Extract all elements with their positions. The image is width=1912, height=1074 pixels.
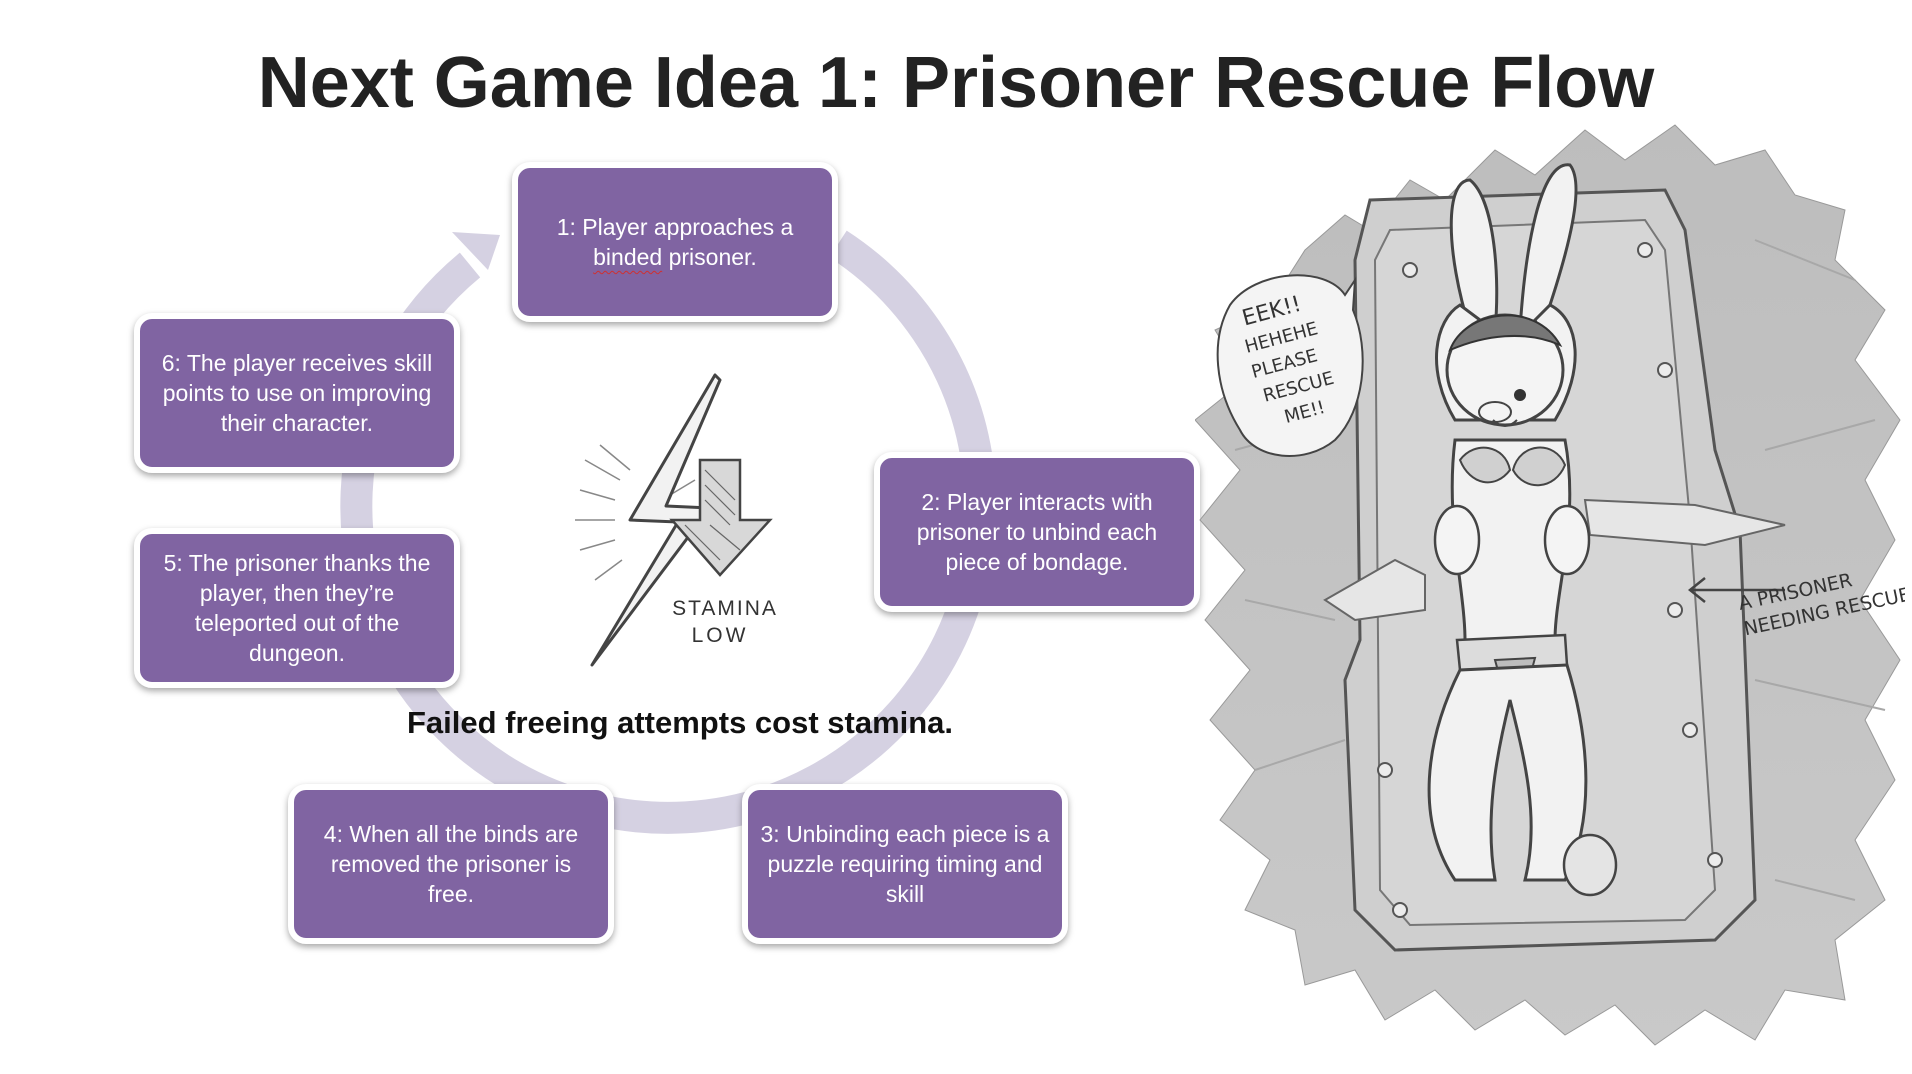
center-note: Failed freeing attempts cost stamina. (406, 705, 954, 740)
cycle-step-2: 2: Player interacts with prisoner to unb… (874, 452, 1200, 612)
cycle-arrow-head-icon (452, 232, 500, 270)
cycle-step-1-line2: prisoner. (662, 244, 757, 270)
cycle-step-5: 5: The prisoner thanks the player, then … (134, 528, 460, 688)
character-legs (1427, 663, 1588, 882)
cycle-step-4-text: 4: When all the binds are removed the pr… (323, 821, 579, 907)
cycle-step-1: 1: Player approaches a binded prisoner. (512, 162, 838, 322)
sketch-burst-icon (575, 444, 696, 581)
stamina-label-line1: STAMINA (672, 597, 778, 620)
character-ear-right (1518, 163, 1578, 337)
speech-bubble (1216, 274, 1364, 457)
cycle-step-6: 6: The player receives skill points to u… (134, 313, 460, 473)
slide-title: Next Game Idea 1: Prisoner Rescue Flow (257, 43, 1655, 123)
down-arrow-icon (669, 458, 773, 577)
stamina-low-sketch: STAMINA LOW (575, 373, 778, 667)
cycle-ring-arc (340, 230, 997, 834)
cycle-step-1-line1: 1: Player approaches a (556, 214, 794, 240)
lightning-bolt-icon (590, 373, 722, 667)
cycle-step-3-text: 3: Unbinding each piece is a puzzle requ… (760, 821, 1050, 907)
cycle-step-1-misspelled-word: binded (593, 244, 663, 270)
cycle-step-4: 4: When all the binds are removed the pr… (288, 784, 614, 944)
left-crystal-bar (1323, 558, 1426, 622)
character-ear-left (1449, 178, 1499, 332)
callout-arrow-icon (1687, 577, 1785, 603)
cycle-step-5-text: 5: The prisoner thanks the player, then … (163, 550, 431, 666)
prisoner-illustration: EEK!! HEHEHE PLEASE RESCUE ME!! A PRISON… (1195, 124, 1905, 1046)
cycle-step-3: 3: Unbinding each piece is a puzzle requ… (742, 784, 1068, 944)
cycle-step-6-text: 6: The player receives skill points to u… (161, 350, 433, 436)
stamina-label-line2: LOW (692, 624, 749, 647)
cycle-step-2-text: 2: Player interacts with prisoner to unb… (916, 489, 1158, 575)
board-bolts (1377, 242, 1723, 918)
